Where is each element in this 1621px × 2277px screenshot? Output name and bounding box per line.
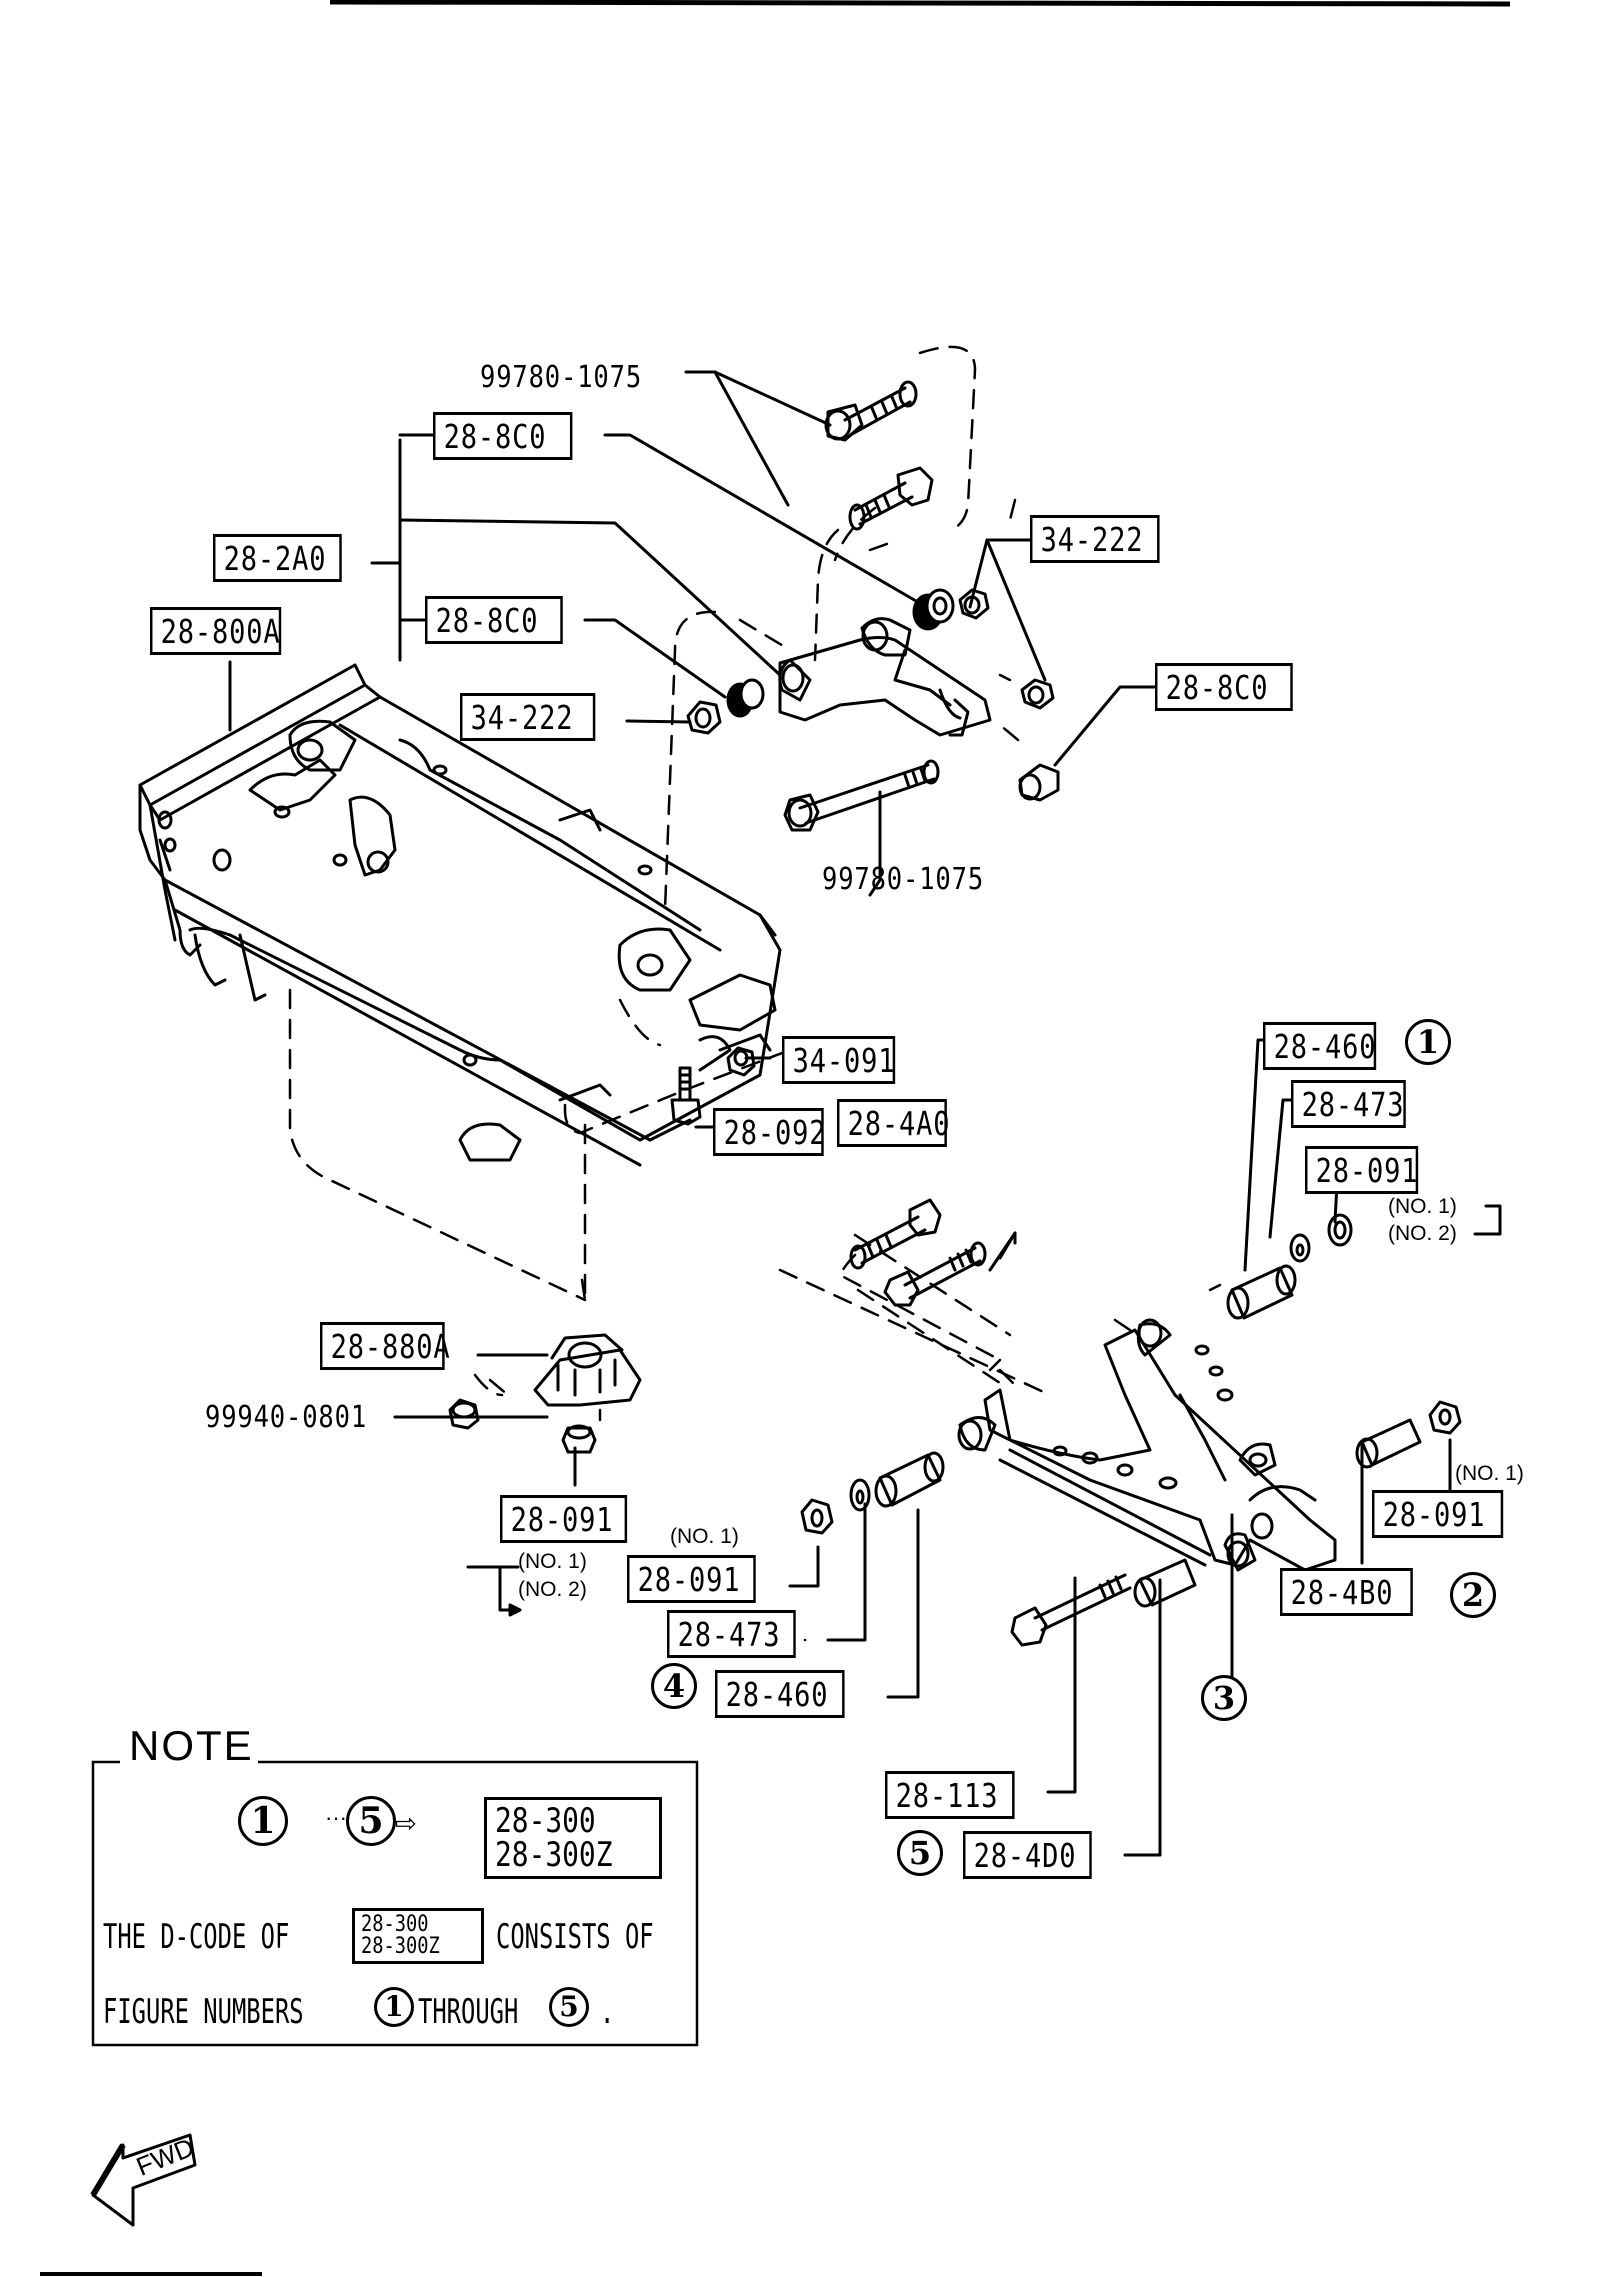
label-28-8C0-right[interactable]: 28-8C0 <box>1155 663 1293 711</box>
label-28-800A[interactable]: 28-800A <box>150 607 282 655</box>
figure-number-1: 1 <box>1405 1019 1451 1065</box>
bushing-28-4B0 <box>1355 1418 1422 1469</box>
figure-number-3: 3 <box>1201 1675 1247 1721</box>
bushing-28-4D0 <box>1133 1558 1197 1608</box>
nut-28-091-mount <box>561 1424 597 1454</box>
note-text-circle-5: 5 <box>549 1987 589 2027</box>
label-28-473-top[interactable]: 28-473 <box>1291 1080 1406 1128</box>
label-28-460-left[interactable]: 28-460 <box>715 1670 845 1718</box>
annotation-no1-top: (NO. 1) <box>1388 1195 1457 1218</box>
bushing-28-8C0-mid <box>726 678 765 718</box>
nut-28-091-top <box>1327 1213 1353 1247</box>
note-range-start: 1 <box>238 1796 288 1846</box>
nut-28-091-right <box>1428 1400 1462 1435</box>
label-28-4D0[interactable]: 28-4D0 <box>963 1831 1092 1879</box>
arrow-no2-mount <box>508 1603 522 1617</box>
label-28-880A[interactable]: 28-880A <box>320 1322 450 1370</box>
label-99780-1075-upper[interactable]: 99780-1075 <box>480 360 643 395</box>
bolt-28-092 <box>670 1066 702 1126</box>
note-text-circle-1: 1 <box>374 1987 414 2027</box>
label-28-092[interactable]: 28-092 <box>713 1108 826 1156</box>
bushing-upper <box>912 588 955 631</box>
mount-28-880A <box>533 1333 642 1407</box>
annotation-no1-right: (NO. 1) <box>1455 1462 1524 1485</box>
bolt-99780-lower <box>783 759 940 832</box>
note-inline-code-line1: 28-300 <box>361 1912 429 1937</box>
annotation-no2-top: (NO. 2) <box>1388 1222 1457 1245</box>
label-28-091-mount[interactable]: 28-091 <box>500 1495 628 1543</box>
lower-arm <box>957 1318 1337 1572</box>
note-title: NOTE <box>125 1722 258 1770</box>
note-code-block: 28-300 28-300Z <box>484 1797 662 1879</box>
bolt-28-4A0-upper <box>849 1198 942 1270</box>
note-range-dots: ··· <box>325 1805 347 1830</box>
figure-number-4: 4 <box>651 1663 697 1709</box>
nut-34-222-upper <box>958 588 990 620</box>
figure-number-5: 5 <box>897 1830 943 1876</box>
label-99940-0801[interactable]: 99940-0801 <box>205 1400 368 1435</box>
figure-number-2: 2 <box>1450 1572 1496 1618</box>
label-28-460-top[interactable]: 28-460 <box>1263 1022 1377 1070</box>
label-28-113[interactable]: 28-113 <box>885 1771 1015 1819</box>
label-28-091-top[interactable]: 28-091 <box>1305 1146 1419 1194</box>
upper-arm <box>778 617 992 737</box>
bolt-99780-middle <box>848 466 934 531</box>
note-text-line2a: FIGURE NUMBERS <box>103 1992 304 2032</box>
note-code-line2: 28-300Z <box>495 1835 613 1875</box>
note-inline-code-block: 28-300 28-300Z <box>352 1908 484 1964</box>
nut-34-222-left <box>686 700 722 735</box>
label-28-091-left[interactable]: 28-091 <box>627 1555 756 1603</box>
leader-lines-upper <box>228 370 1502 1857</box>
bolt-99780-upper <box>824 380 918 442</box>
bolt-28-4A0-lower <box>883 1241 987 1307</box>
annotation-no2-mount: (NO. 2) <box>518 1578 587 1601</box>
nut-28-091-left <box>800 1498 834 1535</box>
note-code-line1: 28-300 <box>495 1801 596 1841</box>
forward-direction-indicator: FWD <box>88 2130 213 2230</box>
label-28-473-left[interactable]: 28-473 <box>667 1610 796 1658</box>
note-range-end: 5 <box>346 1796 396 1846</box>
label-34-091[interactable]: 34-091 <box>782 1036 896 1084</box>
nut-34-091 <box>726 1046 756 1077</box>
nut-99940-0801 <box>448 1398 480 1430</box>
washer-28-473-left <box>849 1478 871 1512</box>
annotation-no1-mount: (NO. 1) <box>518 1550 587 1573</box>
nut-34-222-right <box>1020 678 1055 710</box>
label-28-8C0-mid[interactable]: 28-8C0 <box>425 596 563 644</box>
bushing-28-8C0-right <box>1018 763 1060 802</box>
label-28-4A0[interactable]: 28-4A0 <box>837 1099 950 1147</box>
bolt-28-113 <box>1010 1573 1132 1647</box>
note-text-after: CONSISTS OF <box>496 1917 654 1957</box>
crossmember-frame <box>138 663 782 1167</box>
label-99780-1075-lower[interactable]: 99780-1075 <box>822 862 985 897</box>
label-28-4B0[interactable]: 28-4B0 <box>1280 1568 1413 1616</box>
note-text-period: . <box>600 1992 615 2032</box>
label-34-222-left[interactable]: 34-222 <box>460 693 596 741</box>
bushing-28-460-top <box>1226 1264 1297 1320</box>
label-28-2A0[interactable]: 28-2A0 <box>213 534 342 582</box>
bushing-28-460-left <box>874 1451 945 1508</box>
note-arrow-icon: ⇨ <box>395 1808 417 1838</box>
label-28-091-right[interactable]: 28-091 <box>1372 1490 1504 1538</box>
washer-28-473-top <box>1289 1233 1311 1263</box>
top-border-line <box>329 0 1511 7</box>
note-text-before: THE D-CODE OF <box>103 1917 290 1957</box>
note-text-line2b: THROUGH <box>418 1992 519 2032</box>
annotation-no1-left: (NO. 1) <box>670 1525 739 1548</box>
label-28-8C0-top[interactable]: 28-8C0 <box>433 412 573 460</box>
label-34-222-right[interactable]: 34-222 <box>1030 515 1160 563</box>
fwd-arrow-icon <box>90 2133 197 2227</box>
note-inline-code-line2: 28-300Z <box>361 1934 440 1959</box>
